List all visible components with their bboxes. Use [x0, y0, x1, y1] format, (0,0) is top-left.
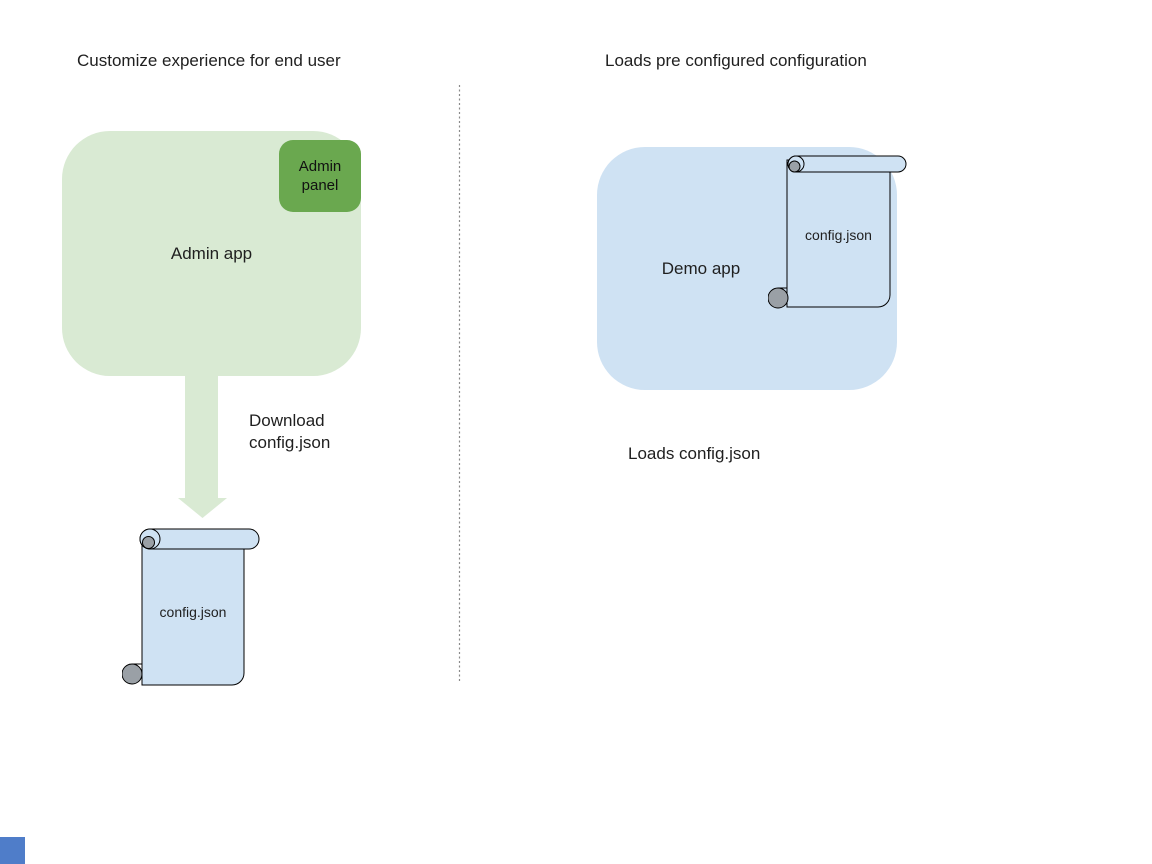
loads-config-caption: Loads config.json [628, 444, 761, 463]
scroll-body [141, 536, 245, 686]
section-divider-line [458, 85, 461, 683]
scroll-curl-icon [788, 160, 801, 173]
admin-app-label: Admin app [170, 244, 253, 263]
download-arrow-icon [178, 376, 227, 518]
blue-square [0, 837, 25, 864]
demo-app-label: Demo app [661, 259, 741, 278]
scroll-bottom-curl-icon [768, 287, 789, 309]
left-section-title: Customize experience for end user [77, 51, 341, 70]
config-json-label: config.json [159, 604, 227, 620]
scroll-shape-icon [768, 155, 907, 309]
download-arrow-label: Download config.json [249, 411, 331, 452]
config-json-scroll-right: config.json [768, 153, 908, 311]
right-section-title: Loads pre configured configuration [605, 51, 867, 70]
config-json-label: config.json [805, 227, 872, 243]
scroll-body [786, 159, 891, 308]
admin-panel-label: Admin panel [298, 158, 342, 194]
config-json-scroll-left: config.json [122, 528, 262, 690]
scroll-bottom-curl-icon [122, 663, 143, 685]
scroll-curl-icon [142, 536, 155, 549]
admin-panel-shape: Admin panel [279, 140, 361, 212]
scroll-shape-icon [122, 528, 260, 686]
scroll-roll [787, 155, 907, 173]
